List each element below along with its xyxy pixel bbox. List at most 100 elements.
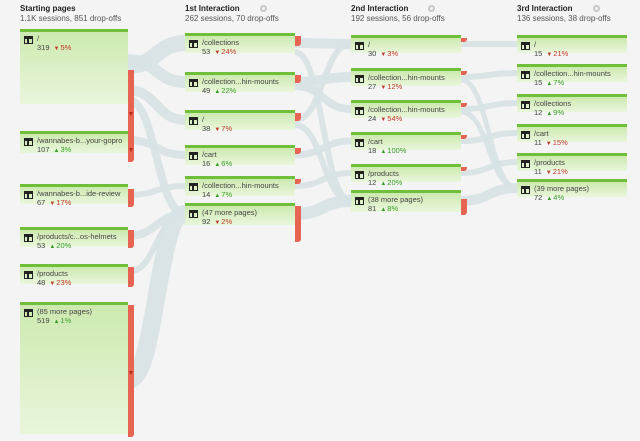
- node-change: 12%: [380, 82, 402, 91]
- flow-node[interactable]: / 387%: [185, 110, 301, 133]
- page-icon: [24, 271, 33, 279]
- flow-node[interactable]: /products 1121%: [517, 153, 627, 176]
- flow-node[interactable]: /wannabes-b...your-gopro 1073%: [20, 131, 134, 162]
- page-icon: [24, 138, 33, 146]
- flow-node[interactable]: /collection...hin-mounts 2712%: [351, 68, 467, 91]
- gear-icon[interactable]: [592, 5, 600, 12]
- node-change: 1%: [54, 316, 72, 325]
- node-sessions: 48: [37, 278, 46, 287]
- flow-connection[interactable]: [460, 159, 518, 176]
- node-change: 9%: [546, 108, 564, 117]
- node-page-name: /: [202, 115, 205, 124]
- flow-connection[interactable]: [127, 183, 186, 198]
- node-page-name: (47 more pages): [202, 208, 258, 217]
- flow-node[interactable]: /collection...hin-mounts 2454%: [351, 100, 467, 123]
- page-icon: [355, 107, 364, 115]
- page-icon: [355, 75, 364, 83]
- node-page-name: /cart: [534, 129, 549, 138]
- flow-connection[interactable]: [294, 195, 352, 220]
- node-page-name: /cart: [368, 137, 383, 146]
- column-stats: 262 sessions, 70 drop-offs: [185, 14, 279, 23]
- node-page-name: /: [37, 34, 40, 43]
- flow-connection[interactable]: [124, 205, 189, 389]
- node-change: 7%: [546, 78, 564, 87]
- flow-connection[interactable]: [460, 100, 518, 112]
- node-page-name: /cart: [202, 150, 217, 159]
- flow-node[interactable]: /collections 129%: [517, 94, 627, 117]
- dropoff-bar[interactable]: [461, 71, 467, 75]
- flow-connection[interactable]: [460, 183, 518, 206]
- flow-node[interactable]: / 303%: [351, 35, 467, 58]
- flow-node[interactable]: / 1521%: [517, 35, 627, 58]
- dropoff-bar[interactable]: [128, 305, 134, 437]
- flow-node[interactable]: /collection...hin-mounts 4922%: [185, 72, 301, 95]
- node-sessions: 18: [368, 146, 377, 155]
- node-change: 6%: [214, 159, 232, 168]
- dropoff-bar[interactable]: [461, 38, 467, 42]
- node-change: 4%: [546, 193, 564, 202]
- page-icon: [189, 152, 198, 160]
- page-icon: [355, 197, 364, 205]
- flow-connection[interactable]: [294, 82, 352, 113]
- page-icon: [189, 79, 198, 87]
- column-stats: 1.1K sessions, 851 drop-offs: [20, 14, 122, 23]
- dropoff-bar[interactable]: [295, 113, 301, 121]
- flow-connection[interactable]: [294, 41, 352, 123]
- flow-node[interactable]: /products 1220%: [351, 164, 467, 187]
- flow-connection[interactable]: [460, 70, 518, 80]
- node-sessions: 92: [202, 217, 211, 226]
- flow-node[interactable]: /cart 18100%: [351, 132, 467, 155]
- dropoff-bar[interactable]: [461, 135, 467, 139]
- gear-icon[interactable]: [259, 5, 267, 12]
- node-change: 21%: [546, 167, 568, 176]
- page-icon: [521, 131, 530, 139]
- flow-node[interactable]: /collection...hin-mounts 147%: [185, 176, 301, 199]
- node-page-name: /products: [37, 269, 68, 278]
- node-page-name: /collection...hin-mounts: [368, 73, 445, 82]
- flow-node[interactable]: (47 more pages) 922%: [185, 203, 301, 242]
- flow-node[interactable]: /cart 166%: [185, 145, 301, 168]
- flow-node[interactable]: /collections 5324%: [185, 33, 301, 56]
- dropoff-bar[interactable]: [128, 230, 134, 248]
- flow-connection[interactable]: [294, 137, 352, 159]
- flow-connection[interactable]: [127, 54, 186, 88]
- flow-connection[interactable]: [294, 170, 352, 189]
- gear-icon[interactable]: [428, 5, 436, 12]
- dropoff-bar[interactable]: [461, 103, 467, 107]
- dropoff-bar[interactable]: [128, 70, 134, 154]
- page-icon: [189, 183, 198, 191]
- flow-node[interactable]: / 3195%: [20, 29, 134, 154]
- node-change: 22%: [214, 86, 236, 95]
- flow-node[interactable]: /collection...hin-mounts 157%: [517, 64, 627, 87]
- flow-node[interactable]: /products/c...os-helmets 5320%: [20, 227, 134, 250]
- page-icon: [355, 171, 364, 179]
- node-sessions: 30: [368, 49, 377, 58]
- node-change: 8%: [380, 204, 398, 213]
- dropoff-bar[interactable]: [295, 179, 301, 184]
- node-change: 20%: [49, 241, 71, 250]
- dropoff-bar[interactable]: [295, 36, 301, 46]
- dropoff-bar[interactable]: [128, 189, 134, 207]
- flow-node[interactable]: /cart 1115%: [517, 124, 627, 147]
- dropoff-bar[interactable]: [461, 199, 467, 215]
- flow-connection[interactable]: [294, 122, 352, 204]
- node-sessions: 38: [202, 124, 211, 133]
- node-page-name: /: [368, 40, 371, 49]
- flow-node[interactable]: (38 more pages) 818%: [351, 190, 467, 215]
- flow-connection[interactable]: [460, 109, 518, 191]
- flow-node[interactable]: /products 4823%: [20, 264, 134, 287]
- dropoff-bar[interactable]: [295, 206, 301, 242]
- dropoff-bar[interactable]: [128, 134, 134, 162]
- page-icon: [521, 160, 530, 168]
- flow-node[interactable]: (85 more pages) 5191%: [20, 302, 134, 437]
- flow-connection[interactable]: [126, 96, 187, 218]
- flow-connection[interactable]: [127, 85, 186, 125]
- column-stats: 192 sessions, 56 drop-offs: [351, 14, 445, 23]
- node-sessions: 15: [534, 49, 543, 58]
- dropoff-bar[interactable]: [128, 267, 134, 287]
- dropoff-bar[interactable]: [295, 75, 301, 83]
- dropoff-bar[interactable]: [295, 148, 301, 154]
- dropoff-bar[interactable]: [461, 167, 467, 171]
- flow-node[interactable]: (39 more pages) 724%: [517, 179, 627, 202]
- flow-node[interactable]: /wannabes-b...ide-review 6717%: [20, 184, 134, 207]
